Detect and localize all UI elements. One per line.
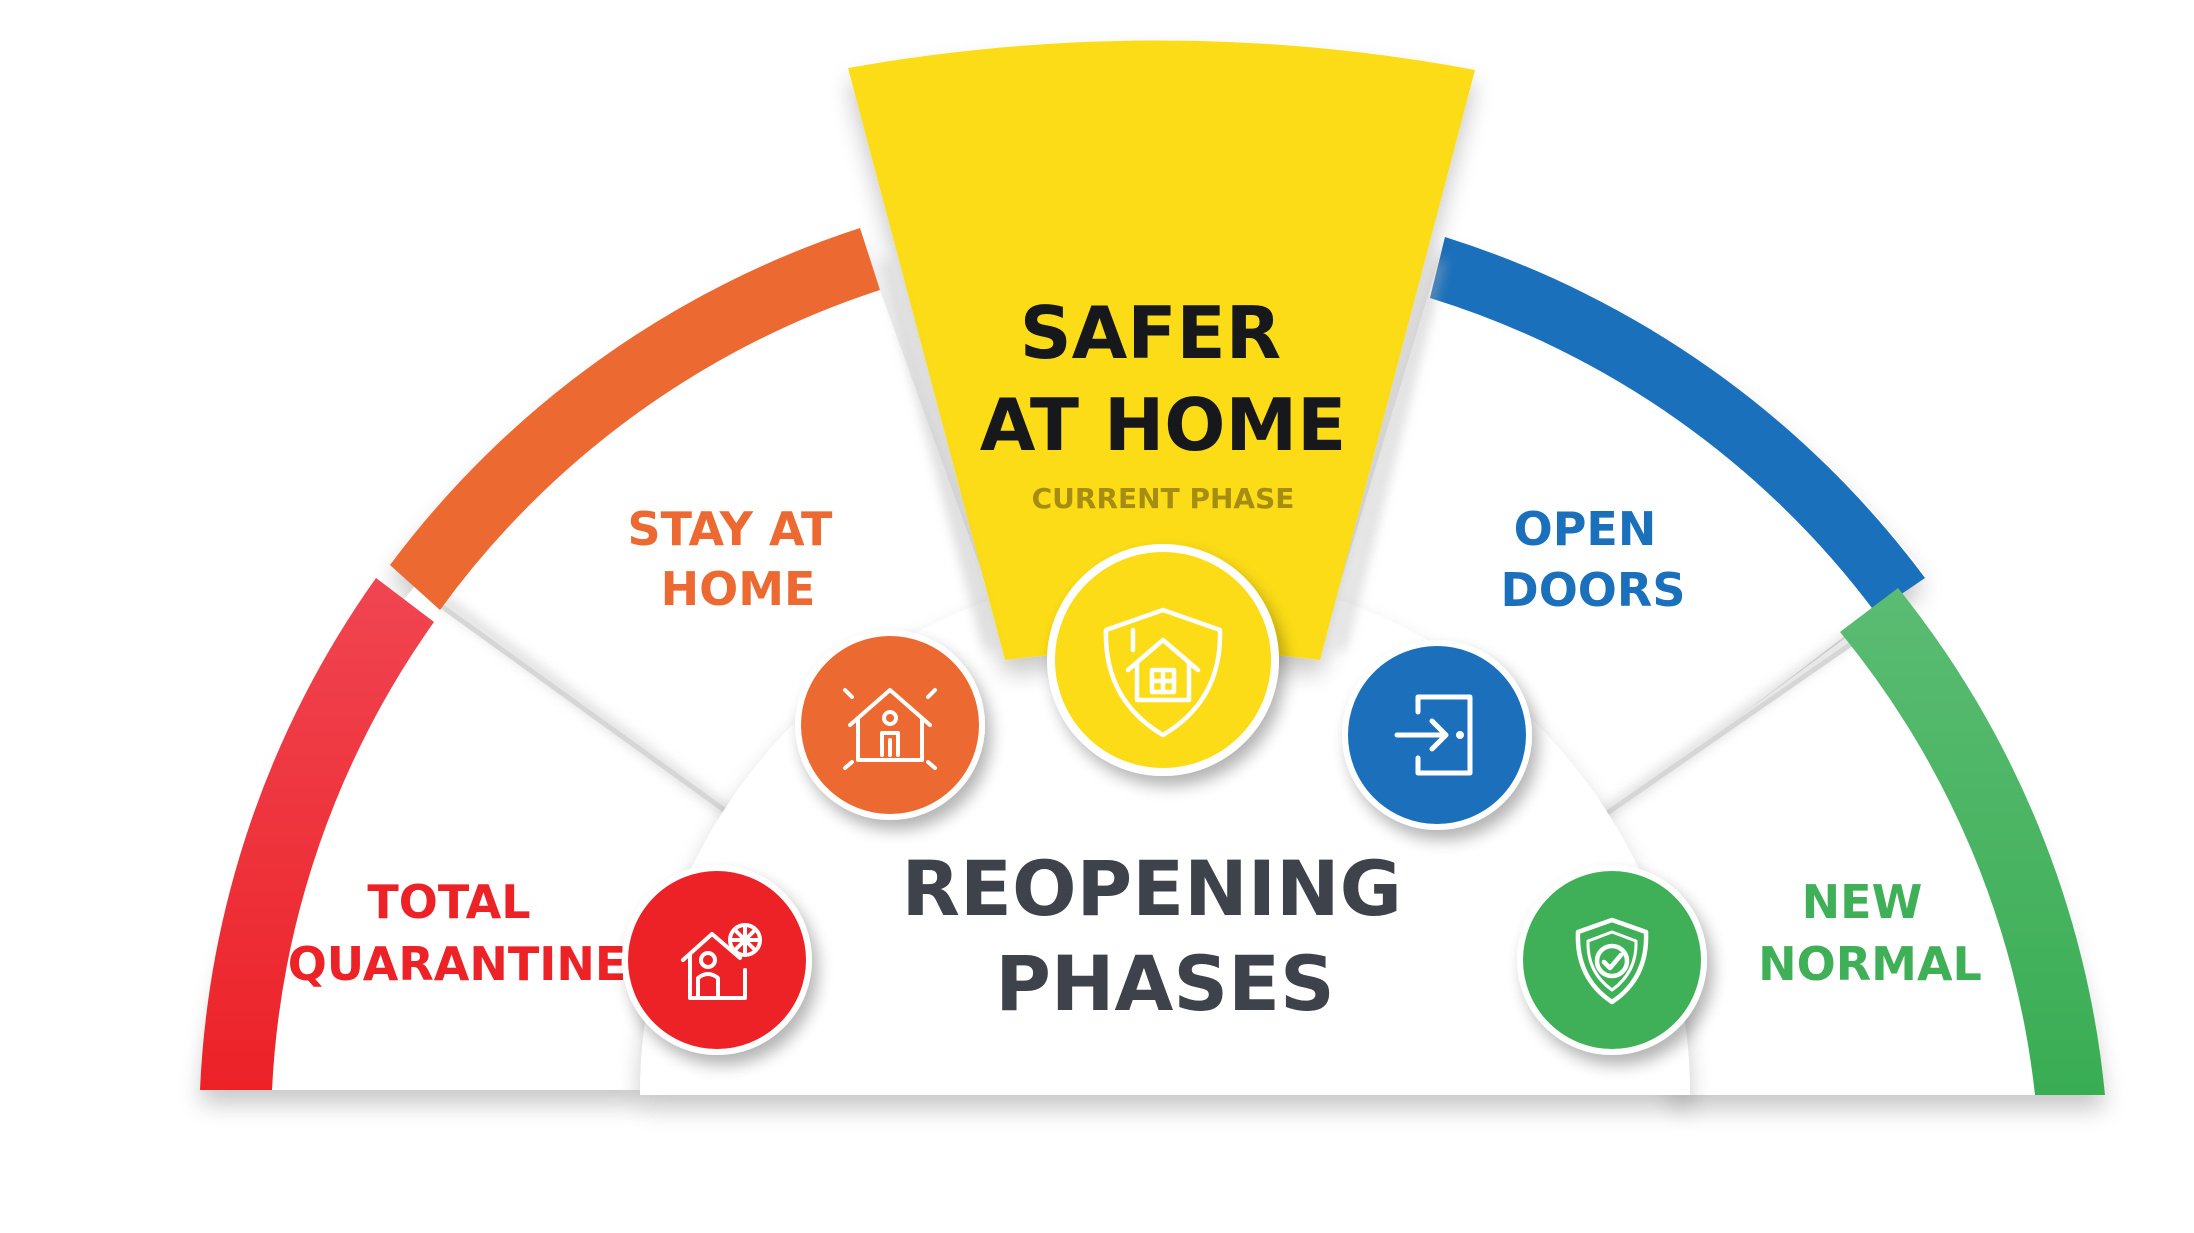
- segment-total-quarantine-arc: [200, 578, 434, 1090]
- shield-check-icon: [1575, 917, 1649, 1005]
- label-current-phase: CURRENT PHASE: [1032, 482, 1295, 515]
- phase-icon-safer-at-home: [1047, 544, 1279, 776]
- phase-icon-new-normal: [1517, 865, 1707, 1055]
- label-safer-at-home: SAFER AT HOME: [980, 291, 1347, 467]
- segment-stay-at-home-arc: [390, 228, 880, 610]
- door-enter-icon: [1394, 694, 1473, 776]
- segment-safer-at-home-wedge: [848, 40, 1475, 661]
- home-virus-icon: [681, 923, 762, 1000]
- diagram-title: REOPENING PHASES: [902, 844, 1429, 1028]
- label-stay-at-home: STAY AT HOME: [628, 502, 849, 616]
- home-person-icon: [843, 688, 937, 770]
- label-total-quarantine: TOTAL QUARANTINE: [288, 875, 627, 991]
- segment-new-normal-arc: [1840, 588, 2105, 1095]
- shield-home-icon: [1103, 607, 1223, 738]
- segment-open-doors-arc: [1430, 237, 1925, 612]
- label-new-normal: NEW NORMAL: [1758, 875, 1982, 991]
- label-open-doors: OPEN DOORS: [1501, 502, 1686, 617]
